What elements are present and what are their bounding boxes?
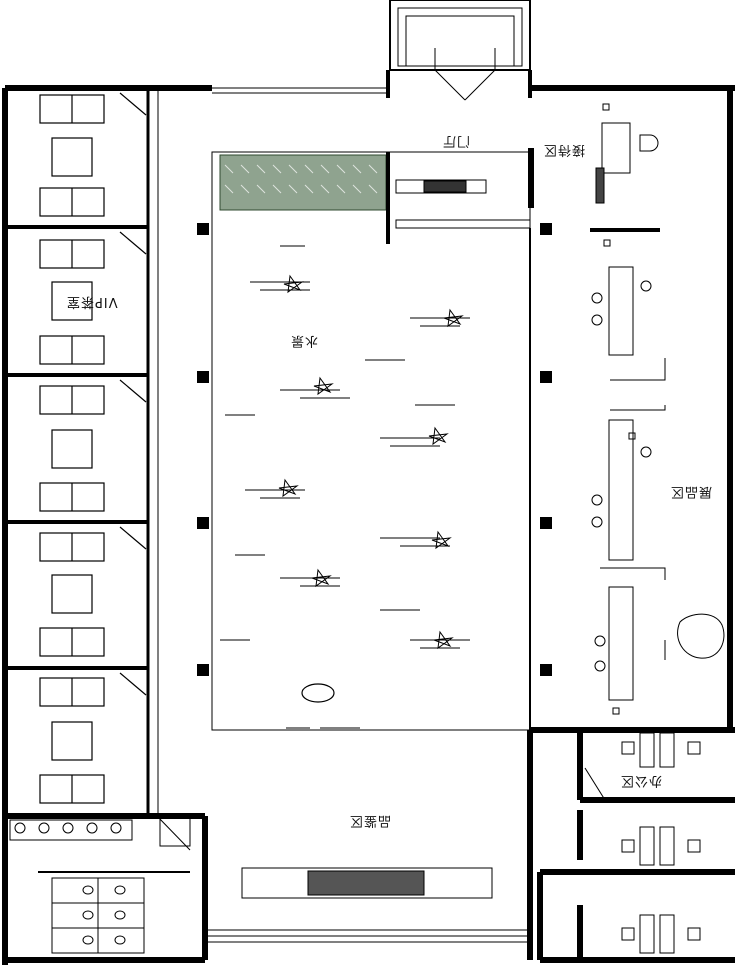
water-feature (211, 151, 531, 731)
restrooms (9, 817, 191, 954)
columns (197, 148, 552, 676)
outer-walls (2, 85, 735, 965)
display-area (591, 266, 725, 715)
label-office: 办公区 (620, 773, 663, 788)
label-vip: VIP茶室 (66, 294, 118, 309)
label-display: 展品区 (670, 484, 713, 499)
offices (584, 732, 701, 954)
label-tasting: 品鉴区 (349, 813, 392, 828)
label-gate: 门厅 (442, 133, 471, 148)
tasting-area (156, 815, 531, 943)
entrance-vestibule (212, 0, 532, 101)
reception-desk (590, 103, 660, 247)
vip-rooms (5, 88, 159, 816)
label-water: 水景 (290, 333, 319, 348)
label-reception: 接待区 (543, 142, 586, 157)
